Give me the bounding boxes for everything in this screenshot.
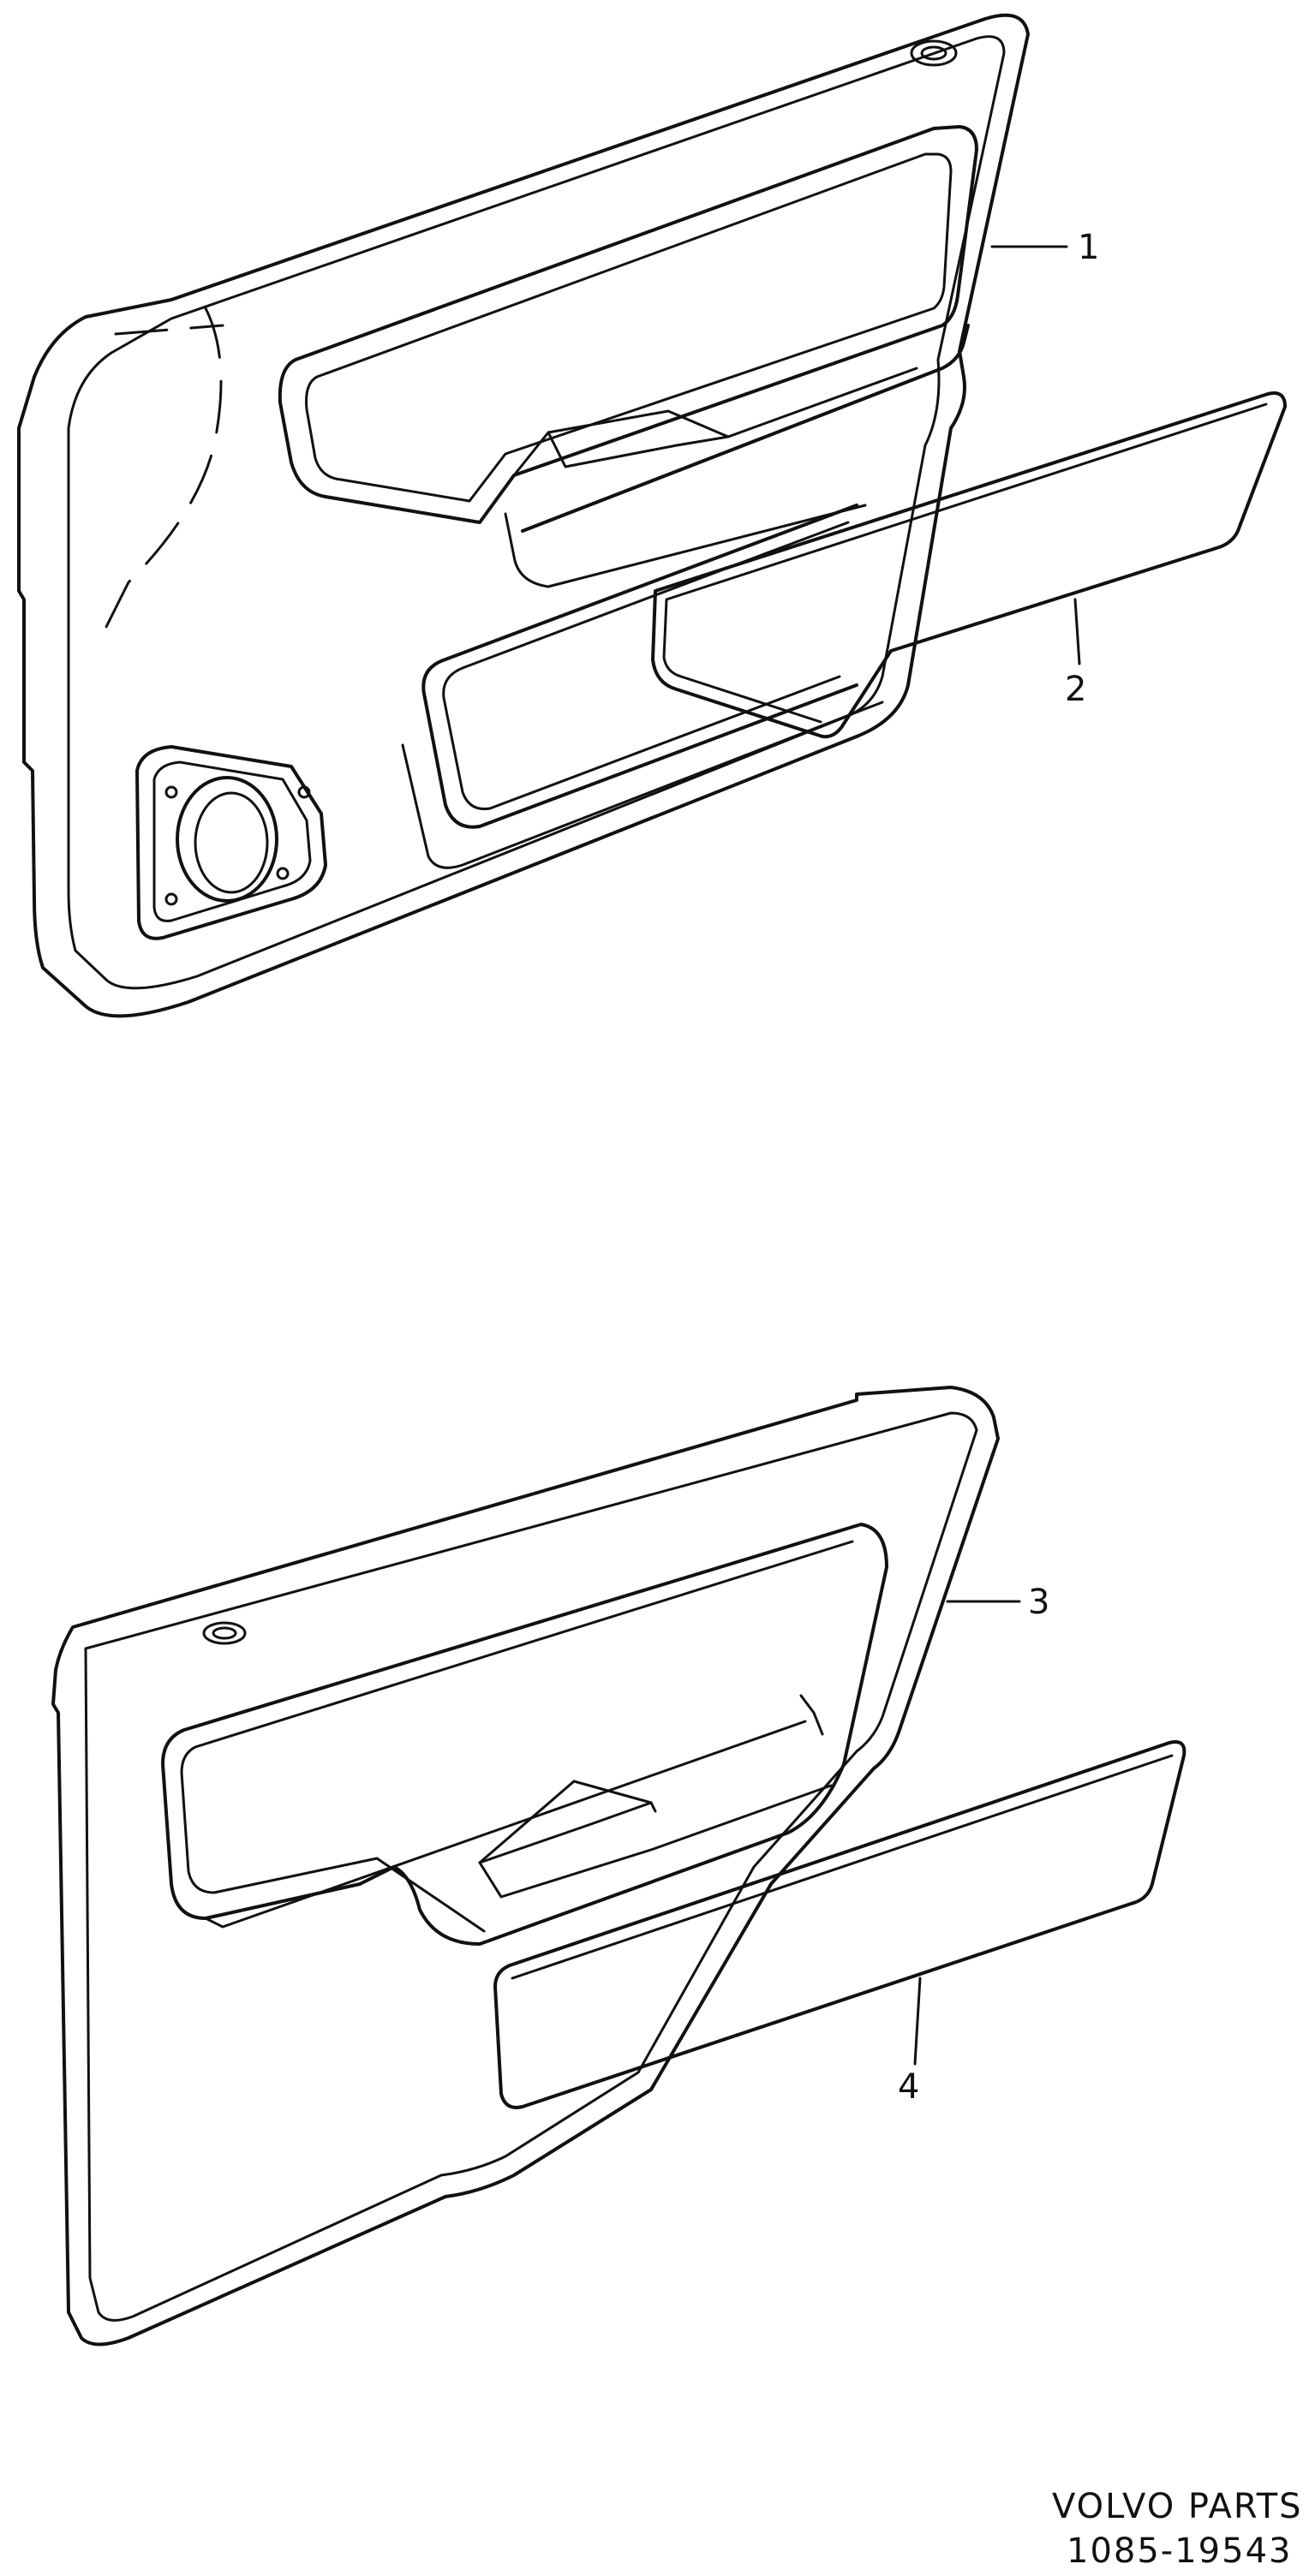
panel-clip-2 <box>202 1621 247 1645</box>
front-armrest-trim <box>651 391 1287 739</box>
leader-4 <box>913 1977 922 2066</box>
front-door-panel <box>17 13 1030 1018</box>
rear-armrest-trim <box>493 1740 1186 2109</box>
callout-label-2: 2 <box>1065 670 1086 709</box>
footer-part-number: 1085-19543 <box>1067 2531 1292 2571</box>
footer-brand: VOLVO PARTS <box>1052 2487 1303 2526</box>
leader-2 <box>1073 598 1081 665</box>
callout-leaders <box>913 245 1081 2066</box>
speaker-grille <box>135 745 327 940</box>
callout-label-4: 4 <box>898 2067 919 2107</box>
rear-door-panel <box>51 1386 1000 2346</box>
panel-clip-1 <box>910 39 958 67</box>
callout-label-1: 1 <box>1078 228 1099 267</box>
callout-label-3: 3 <box>1028 1583 1049 1622</box>
